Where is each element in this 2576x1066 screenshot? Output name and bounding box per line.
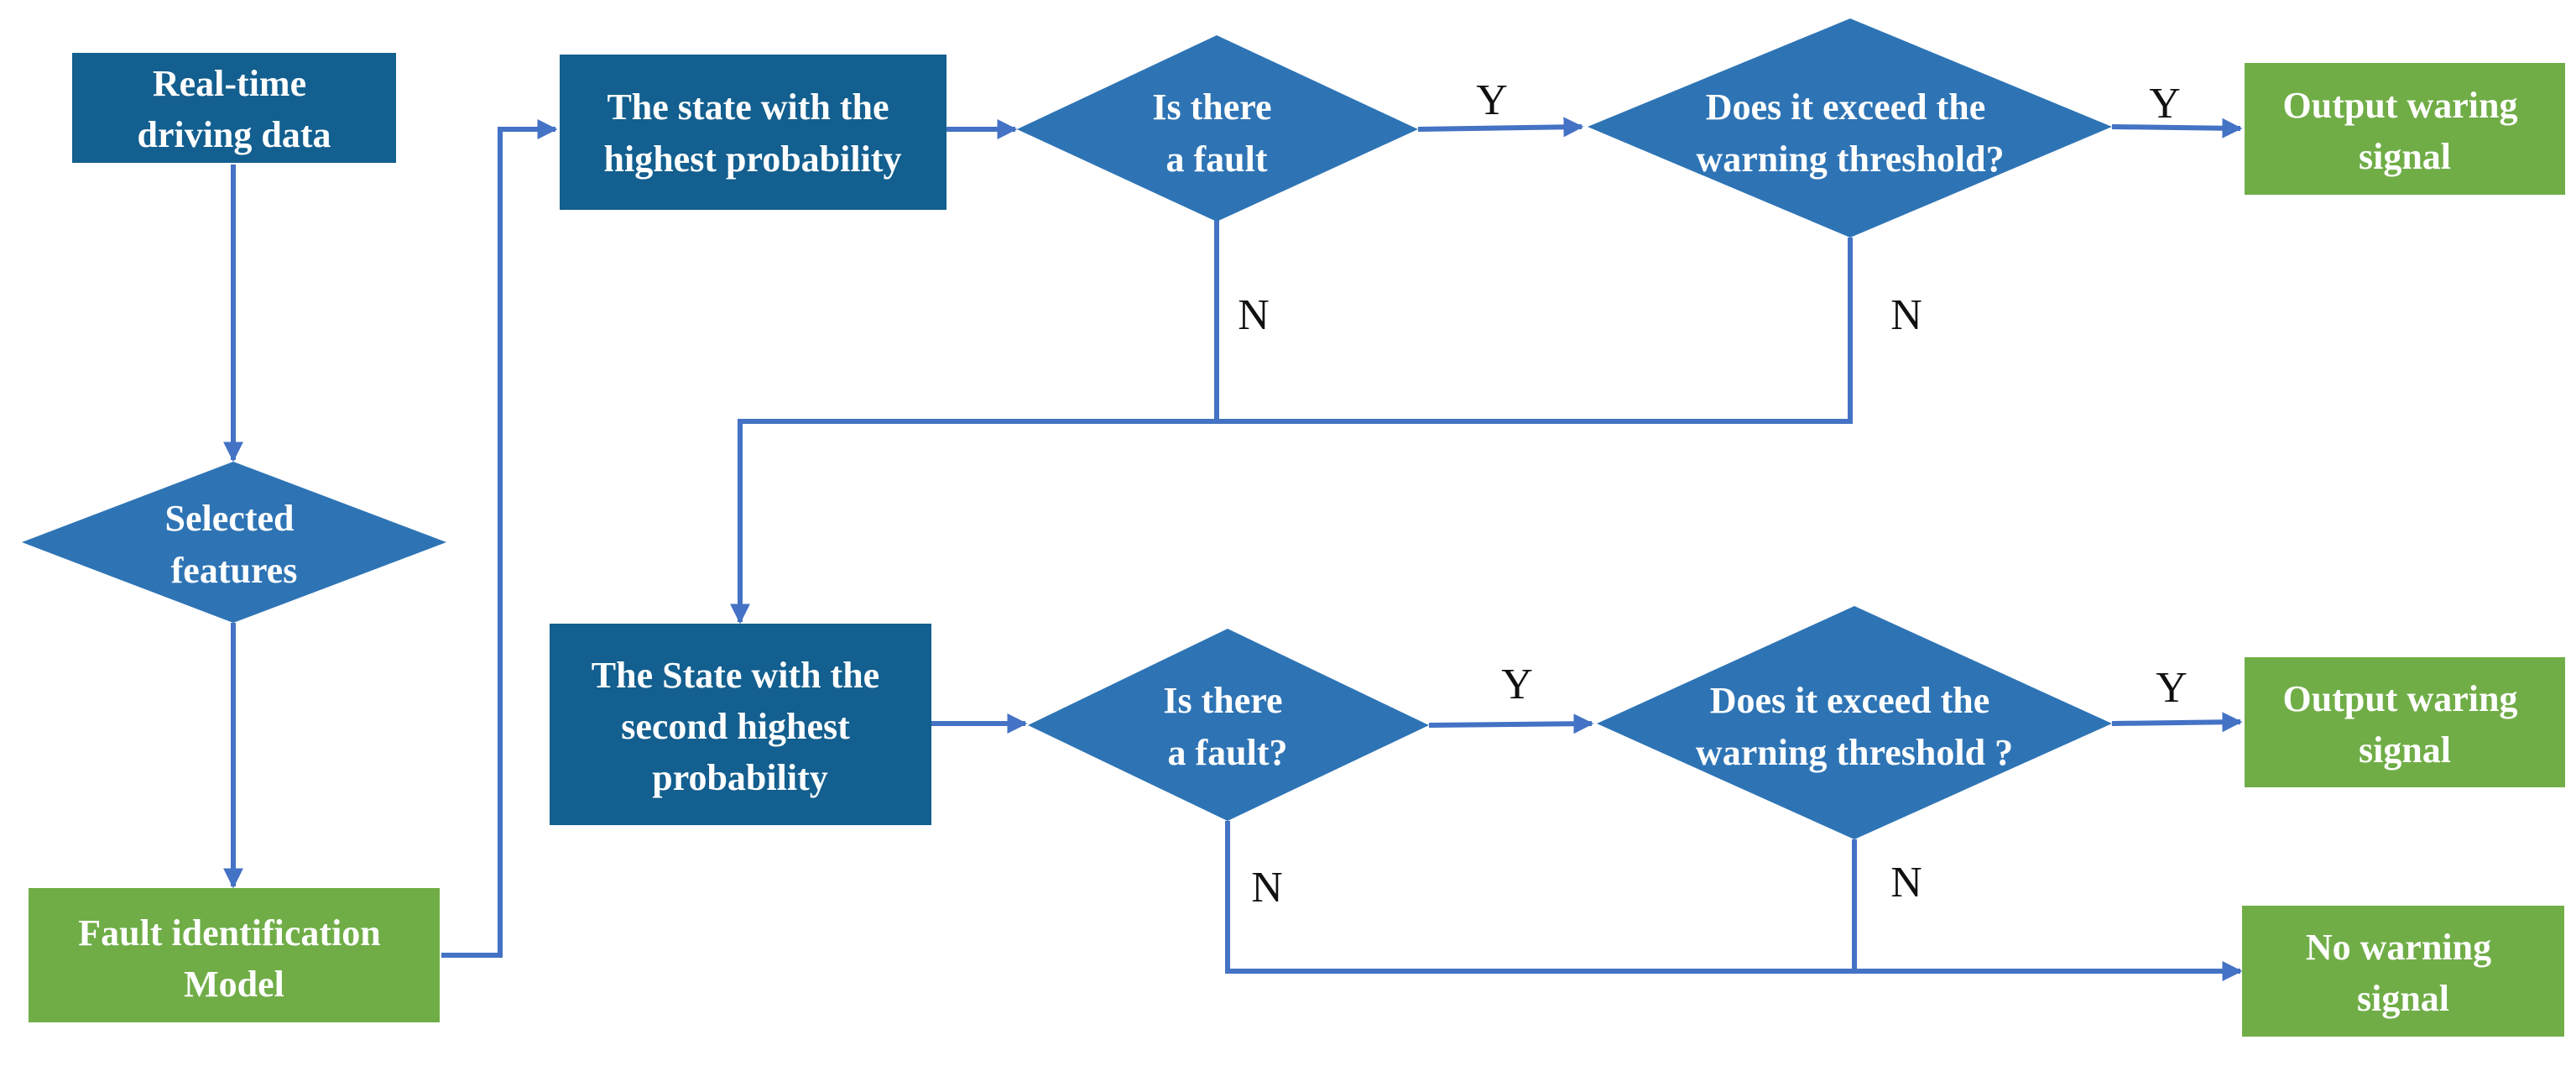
svg-text:Output waring signal: Output waring signal	[2283, 85, 2527, 177]
no-warning-line-1: No warning	[2306, 927, 2491, 968]
fault-q2-line-2: a fault?	[1168, 732, 1288, 773]
output-1-box	[2245, 63, 2565, 195]
threshold-q1-line-1: Does it exceed the	[1706, 86, 1986, 128]
connector-model-to-state-highest	[441, 119, 558, 958]
fault-model-line-1: Fault identification	[78, 912, 381, 954]
fault-model-line-2: Model	[184, 964, 284, 1005]
output-1-line-2: signal	[2359, 136, 2451, 177]
fault-model-box	[29, 888, 440, 1022]
no-warning-box	[2242, 906, 2564, 1037]
svg-text:Does it exceed the warni: Does it exceed the warning threshold ?	[1696, 680, 2013, 773]
svg-text:Is there a fault?: Is there a fault?	[1163, 680, 1291, 773]
fault-q2-diamond	[1028, 629, 1429, 821]
svg-text:The State with the secon: The State with the second highest probab…	[592, 655, 889, 798]
edge-labels: Y Y N N Y Y N N	[1238, 76, 2188, 912]
label-yes-threshold-q1: Y	[2149, 80, 2181, 128]
realtime-data-line-2: driving data	[137, 114, 331, 155]
label-no-threshold-q2: N	[1890, 859, 1922, 907]
output-2-line-2: signal	[2359, 729, 2451, 771]
connector-threshold-q2-yes	[2111, 712, 2243, 733]
label-no-fault-q1: N	[1238, 291, 1270, 339]
svg-text:Is there a fault: Is there a fault	[1152, 86, 1280, 180]
node-output-1: Output waring signal	[2245, 63, 2565, 195]
node-threshold-q1: Does it exceed the warning threshold?	[1588, 18, 2112, 238]
node-state-highest: The state with the highest probability	[560, 55, 946, 210]
threshold-q1-line-2: warning threshold?	[1696, 138, 2004, 180]
node-state-second: The State with the second highest probab…	[550, 624, 931, 825]
svg-text:Output waring signal: Output waring signal	[2283, 678, 2527, 771]
state-second-line-2: second highest	[621, 706, 850, 747]
label-yes-fault-q2: Y	[1501, 661, 1533, 708]
node-selected-features: Selected features	[22, 462, 446, 623]
output-1-line-1: Output waring	[2283, 85, 2518, 126]
svg-text:Fault identification Mod: Fault identification Model	[78, 912, 390, 1005]
threshold-q2-diamond	[1597, 606, 2112, 839]
state-highest-line-1: The state with the	[607, 86, 889, 128]
no-warning-line-2: signal	[2357, 978, 2449, 1019]
threshold-q2-line-2: warning threshold ?	[1696, 732, 2013, 773]
fault-q1-line-2: a fault	[1166, 138, 1268, 180]
label-no-fault-q2: N	[1251, 864, 1283, 912]
label-no-threshold-q1: N	[1890, 291, 1922, 339]
connectors	[223, 117, 2243, 981]
label-yes-threshold-q2: Y	[2156, 664, 2188, 712]
threshold-q2-line-1: Does it exceed the	[1710, 680, 1990, 721]
svg-text:Selected features: Selected features	[165, 498, 304, 591]
fault-q2-line-1: Is there	[1163, 680, 1282, 721]
connector-fault-q2-no	[1225, 821, 2243, 981]
node-threshold-q2: Does it exceed the warning threshold ?	[1597, 606, 2112, 839]
selected-features-line-2: features	[171, 550, 298, 591]
connector-fault-q1-yes	[1417, 117, 1584, 138]
state-second-box	[550, 624, 931, 825]
svg-text:Does it exceed the warni: Does it exceed the warning threshold?	[1696, 86, 2004, 180]
label-yes-fault-q1: Y	[1476, 76, 1508, 124]
state-second-line-1: The State with the	[592, 655, 879, 696]
node-fault-q1: Is there a fault	[1017, 35, 1418, 222]
node-realtime-data: Real-time driving data	[72, 53, 396, 163]
connector-threshold-q1-no	[730, 238, 1853, 624]
threshold-q1-diamond	[1588, 18, 2112, 238]
connector-threshold-q1-yes	[2111, 118, 2243, 138]
node-no-warning: No warning signal	[2242, 906, 2564, 1037]
state-highest-line-2: highest probability	[604, 138, 902, 180]
output-2-line-1: Output waring	[2283, 678, 2518, 719]
node-output-2: Output waring signal	[2245, 657, 2565, 787]
selected-features-line-1: Selected	[165, 498, 295, 539]
svg-text:The state with the highe: The state with the highest probability	[604, 86, 902, 180]
output-2-box	[2245, 657, 2565, 787]
realtime-data-box	[72, 53, 396, 163]
fault-q1-diamond	[1017, 35, 1418, 222]
realtime-data-line-1: Real-time	[153, 63, 306, 104]
state-second-line-3: probability	[652, 757, 827, 798]
state-highest-box	[560, 55, 946, 210]
node-fault-model: Fault identification Model	[29, 888, 440, 1022]
fault-q1-line-1: Is there	[1152, 86, 1271, 128]
svg-text:No warning signal: No warning signal	[2306, 927, 2500, 1019]
connector-fault-q2-yes	[1428, 713, 1594, 734]
node-fault-q2: Is there a fault?	[1028, 629, 1429, 821]
selected-features-diamond	[22, 462, 446, 623]
svg-text:Real-time driving data: Real-time driving data	[137, 63, 331, 155]
